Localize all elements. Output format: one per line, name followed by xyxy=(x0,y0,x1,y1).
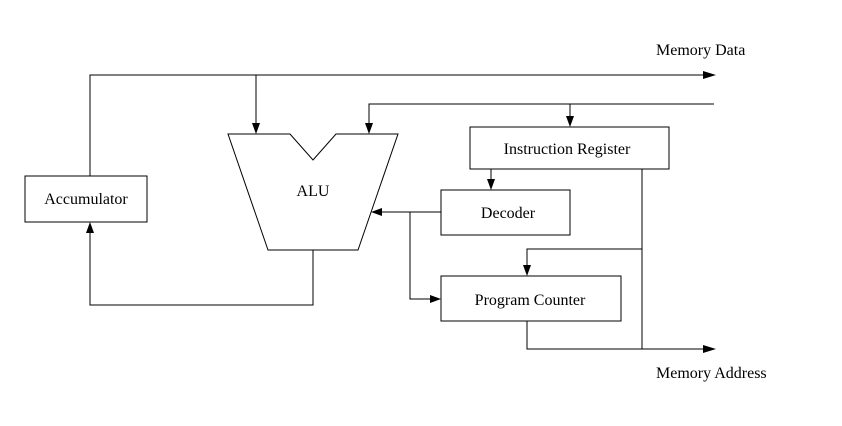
memory-address-arrow xyxy=(703,345,716,353)
accumulator-block: Accumulator xyxy=(24,175,148,223)
ir-to-pc-line xyxy=(526,248,642,266)
memory-data-label: Memory Data xyxy=(656,42,745,59)
decoder-block: Decoder xyxy=(440,189,571,236)
alu-left-input-arrow xyxy=(252,123,260,134)
program-counter-label: Program Counter xyxy=(475,292,586,309)
decoder-label: Decoder xyxy=(481,205,536,222)
alu-label: ALU xyxy=(297,183,330,200)
program-counter-block: Program Counter xyxy=(440,275,622,322)
accumulator-input-arrow xyxy=(86,222,94,233)
decoder-to-pc-line xyxy=(409,212,431,300)
pc-load-arrow xyxy=(430,295,441,303)
memory-data-arrow xyxy=(703,71,716,79)
alu-right-input-arrow xyxy=(365,123,373,134)
instruction-register-label: Instruction Register xyxy=(504,141,631,158)
pc-input-arrow xyxy=(523,265,531,276)
alu-to-accumulator-line xyxy=(89,232,314,306)
accumulator-label: Accumulator xyxy=(44,191,128,208)
memory-address-bus xyxy=(526,321,703,350)
memory-in-line xyxy=(368,103,714,124)
memory-address-label: Memory Address xyxy=(656,365,767,382)
ir-input-arrow xyxy=(566,116,574,127)
alu-block: ALU xyxy=(227,133,399,251)
alu-control-arrow xyxy=(371,208,382,216)
decoder-input-arrow xyxy=(487,179,495,190)
memory-data-bus xyxy=(89,74,703,176)
instruction-register-block: Instruction Register xyxy=(469,126,670,170)
